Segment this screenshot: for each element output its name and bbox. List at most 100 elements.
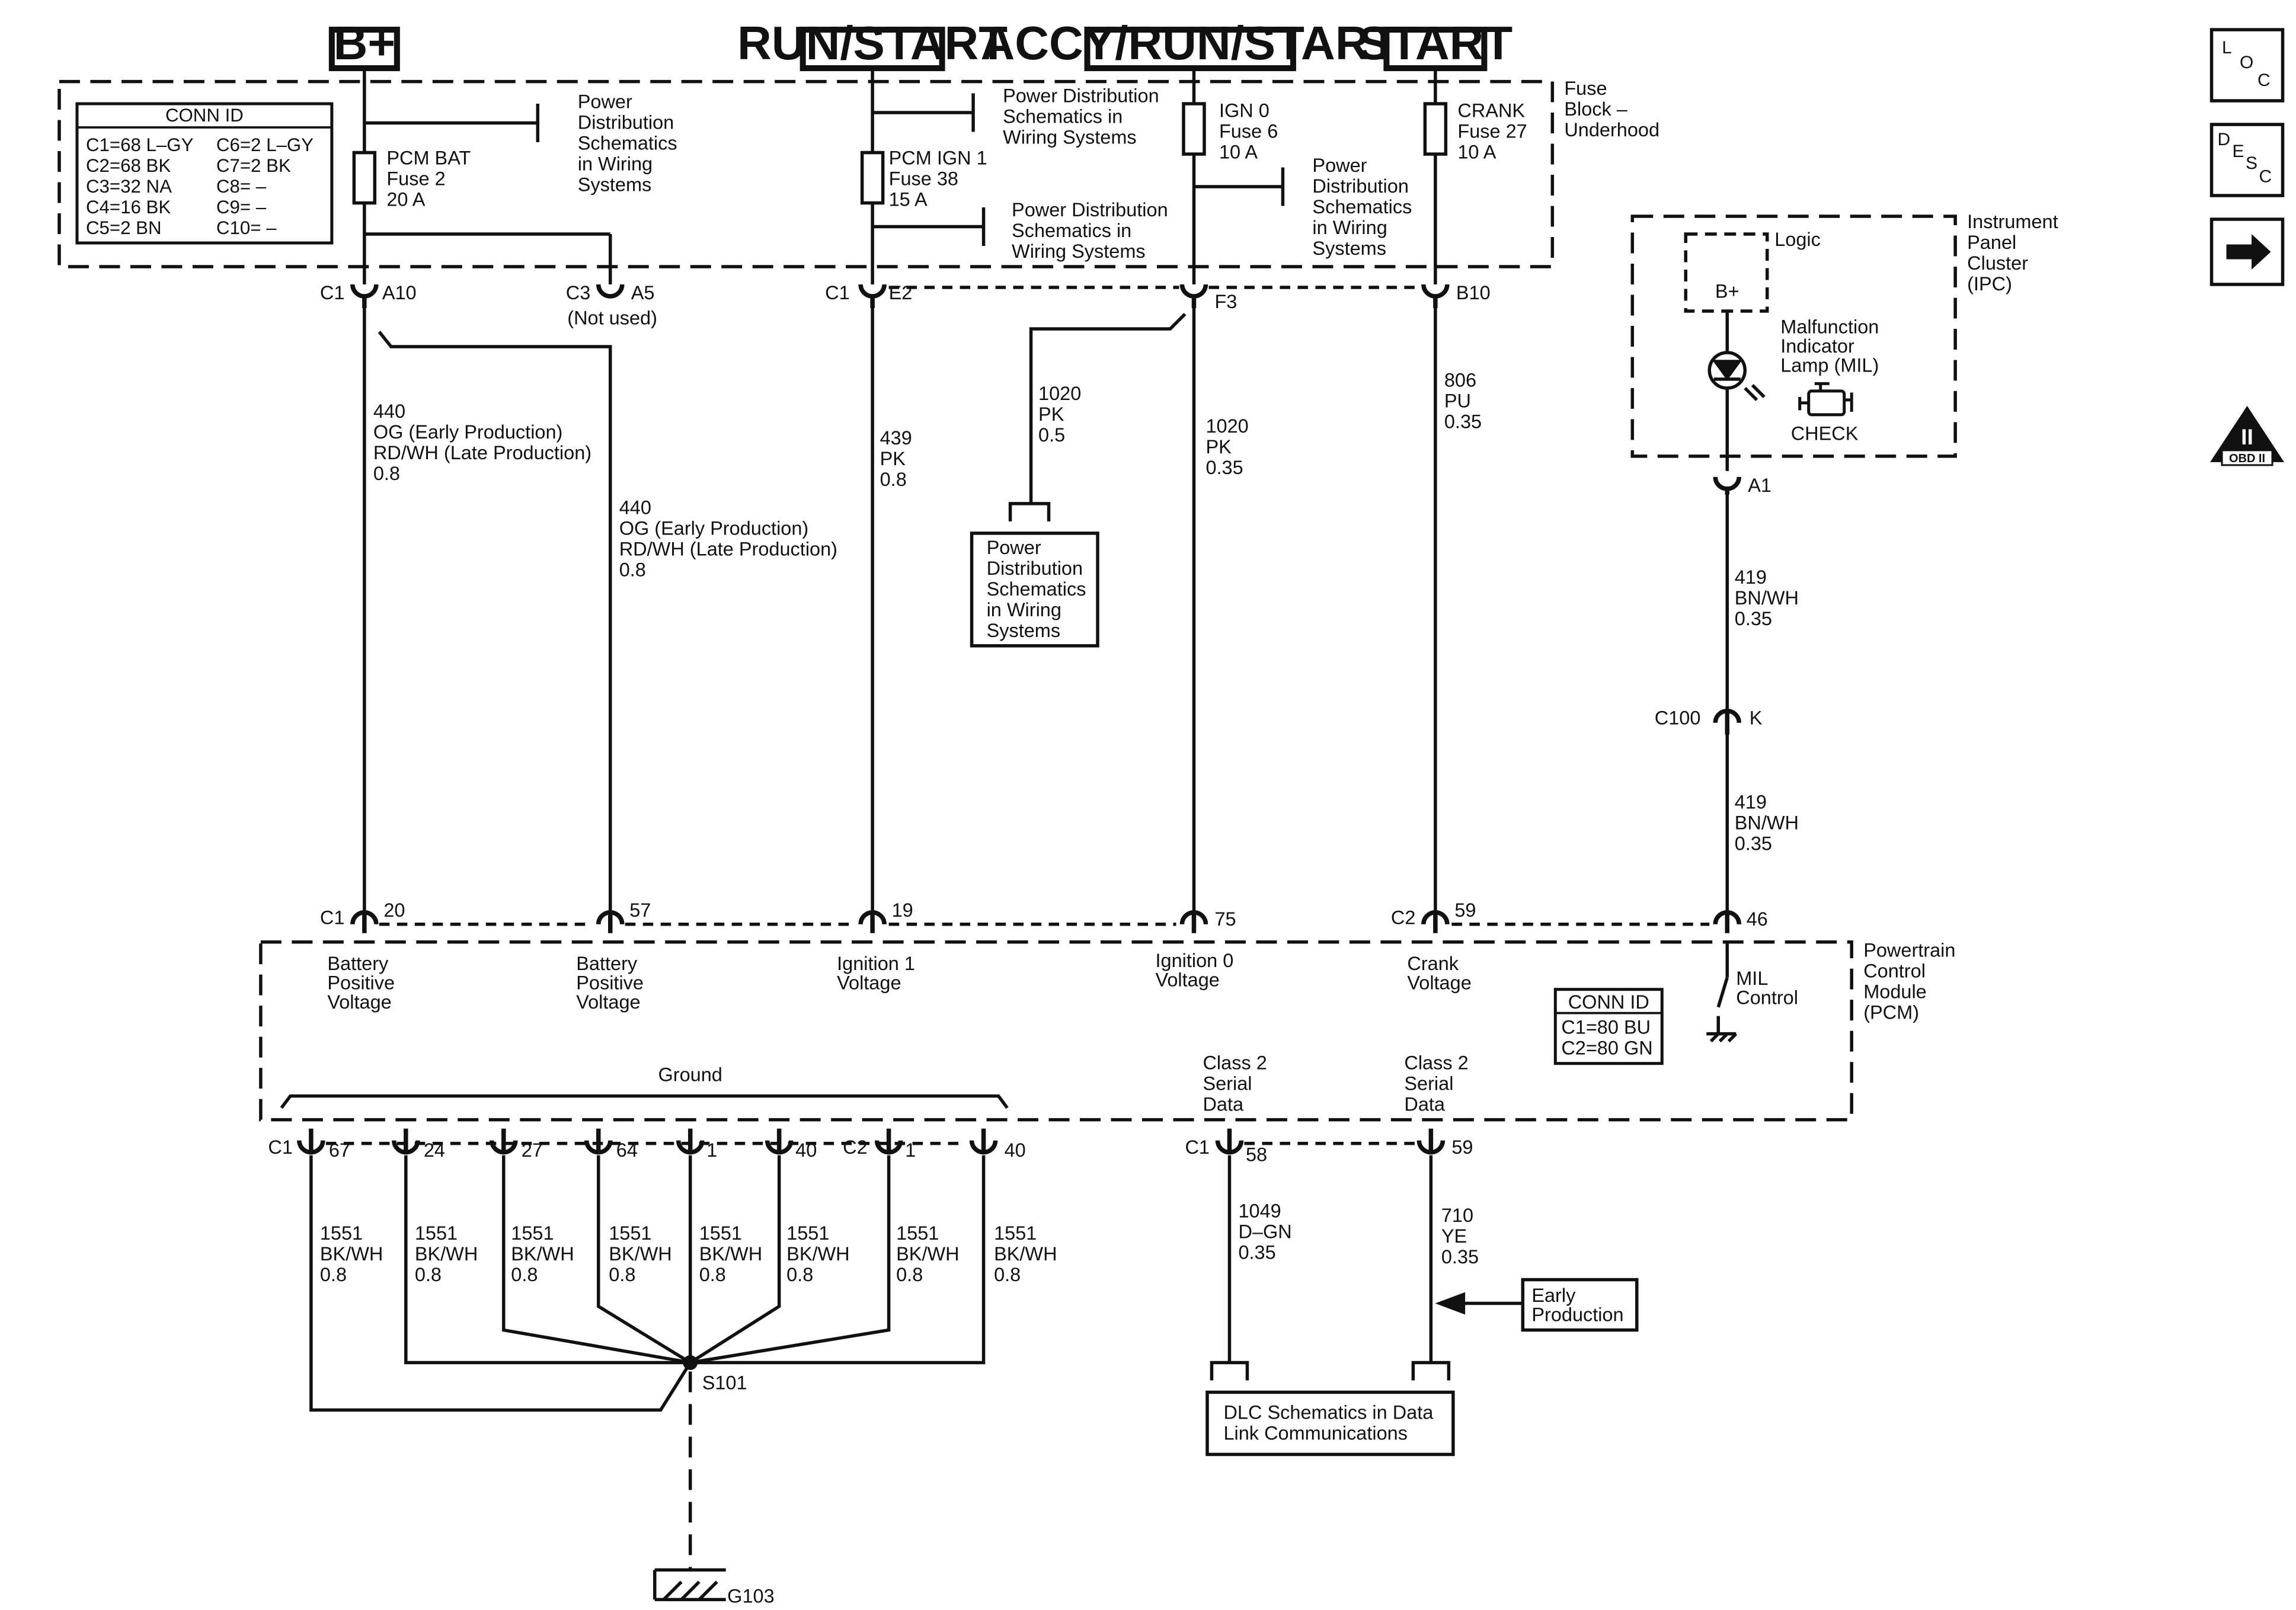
- connector-label: C1: [1185, 1137, 1210, 1158]
- connector-label: C2: [843, 1137, 868, 1158]
- pin-label: K: [1750, 707, 1763, 728]
- pcm-input-label: Voltage: [1155, 969, 1219, 991]
- fuse-label: Fuse 2: [386, 168, 445, 190]
- fuse-label: Fuse 38: [889, 168, 958, 190]
- ref-box-line: Systems: [987, 620, 1061, 641]
- wire-label: 419: [1735, 566, 1767, 588]
- power-dist-ref: Power Distribution: [1003, 85, 1159, 107]
- connector-label: C3: [566, 282, 591, 303]
- wire-label: 710: [1441, 1205, 1473, 1226]
- conn-id-row: C3=32 NA: [86, 176, 172, 197]
- ipc-title: Cluster: [1967, 252, 2028, 274]
- power-dist-ref: Wiring Systems: [1003, 127, 1137, 148]
- obd-numeral: II: [2241, 424, 2253, 449]
- wires: [280, 68, 1729, 1412]
- pin-label: 1: [905, 1140, 916, 1161]
- ref-box-line: Power: [987, 537, 1041, 558]
- conn-id-title: CONN ID: [1568, 991, 1649, 1013]
- wire-label: PU: [1444, 390, 1471, 411]
- obd-label: OBD II: [2229, 452, 2265, 465]
- conn-id-row: C7=2 BK: [216, 155, 291, 176]
- ipc-title: (IPC): [1967, 273, 2012, 295]
- fuse-label: PCM IGN 1: [889, 148, 987, 169]
- ipc-title: Panel: [1967, 232, 2016, 253]
- connector-dashes: [325, 286, 1710, 1145]
- pcm-input-label: MIL: [1736, 968, 1768, 989]
- wire-label: 419: [1735, 792, 1767, 813]
- wire-label: 1551: [896, 1222, 939, 1244]
- pcm-outline: [259, 940, 1853, 1122]
- connector-label: C1: [825, 282, 850, 303]
- mil-control-switch: [1706, 942, 1738, 1043]
- wire-label: BN/WH: [1735, 587, 1799, 609]
- pin-label: A10: [382, 282, 417, 303]
- wire-label: D–GN: [1238, 1221, 1291, 1243]
- wire-label: 1020: [1038, 383, 1081, 404]
- wire-label: OG (Early Production): [373, 421, 563, 443]
- dlc-box-line: Link Communications: [1223, 1422, 1408, 1443]
- wire-label: 439: [880, 427, 912, 449]
- wire-label: BK/WH: [786, 1243, 849, 1265]
- conn-id-row: C6=2 L–GY: [216, 135, 314, 155]
- mil-label: Lamp (MIL): [1780, 354, 1879, 376]
- pcm-input-label: Crank: [1407, 953, 1459, 974]
- pcm-input-label: Voltage: [837, 972, 901, 994]
- serial-data-label: Serial: [1404, 1073, 1453, 1094]
- desc-letter: E: [2233, 142, 2244, 161]
- wire-label: 0.35: [1441, 1246, 1479, 1267]
- wire-label: 1551: [511, 1222, 554, 1244]
- early-production-arrow: [1435, 1292, 1523, 1315]
- conn-id-row: C4=16 BK: [86, 197, 171, 217]
- desc-letter: S: [2246, 153, 2257, 173]
- power-dist-ref: Systems: [578, 174, 652, 196]
- power-dist-ref: in Wiring: [578, 153, 653, 175]
- loc-icon[interactable]: L O C: [2209, 28, 2285, 103]
- dlc-box-line: DLC Schematics in Data: [1223, 1401, 1434, 1423]
- connector-label: C1: [268, 1137, 293, 1158]
- serial-data-label: Class 2: [1404, 1052, 1468, 1074]
- desc-icon[interactable]: D E S C: [2209, 123, 2285, 197]
- pin-label: E2: [889, 282, 913, 303]
- conn-id-row: C10= –: [216, 217, 277, 238]
- pcm-input-label: Control: [1736, 987, 1798, 1009]
- power-dist-ref: Power: [1312, 155, 1367, 176]
- next-arrow-icon[interactable]: [2209, 217, 2285, 286]
- pin-label: 59: [1454, 900, 1476, 921]
- wire-label: 1551: [609, 1222, 651, 1244]
- ground-label: Ground: [658, 1064, 722, 1086]
- wire-label: RD/WH (Late Production): [619, 538, 837, 559]
- power-dist-ref: Schematics: [578, 133, 677, 154]
- serial-data-label: Serial: [1203, 1073, 1252, 1094]
- connector-label: C2: [1391, 907, 1416, 929]
- pin-label: F3: [1214, 291, 1237, 312]
- wire-label: RD/WH (Late Production): [373, 442, 591, 463]
- ipc-title: Instrument: [1967, 211, 2058, 232]
- conn-id-row: C9= –: [216, 197, 267, 217]
- fuse-label: IGN 0: [1219, 100, 1269, 121]
- wire-label: 1551: [415, 1222, 458, 1244]
- wire-label: 1551: [699, 1222, 742, 1244]
- fuse-block-title: Fuse: [1564, 78, 1607, 99]
- wire-label: 1049: [1238, 1201, 1281, 1222]
- pcm-input-label: Positive: [576, 972, 644, 994]
- power-dist-ref: Wiring Systems: [1012, 241, 1146, 262]
- connector-cups: [297, 284, 1741, 1155]
- conn-id-title: CONN ID: [165, 105, 244, 126]
- pin-label: 19: [892, 900, 913, 921]
- loc-letter: O: [2240, 53, 2253, 72]
- pin-label: 57: [629, 900, 651, 921]
- wire-label: 440: [619, 497, 651, 518]
- header-accy-run-start: ACCY/RUN/START: [981, 17, 1399, 69]
- wire-label: 1551: [786, 1222, 829, 1244]
- pin-label: 75: [1214, 908, 1236, 930]
- wire-label: OG (Early Production): [619, 517, 809, 539]
- pin-label: 46: [1747, 908, 1768, 930]
- loc-letter: C: [2257, 71, 2271, 90]
- not-used-note: (Not used): [567, 307, 657, 328]
- pin-label: 67: [329, 1140, 350, 1161]
- pin-label: A1: [1748, 475, 1771, 496]
- pin-label: 24: [424, 1140, 445, 1161]
- pcm-input-label: Battery: [327, 953, 389, 974]
- fuse-label: CRANK: [1457, 100, 1525, 121]
- serial-data-label: Class 2: [1203, 1052, 1267, 1074]
